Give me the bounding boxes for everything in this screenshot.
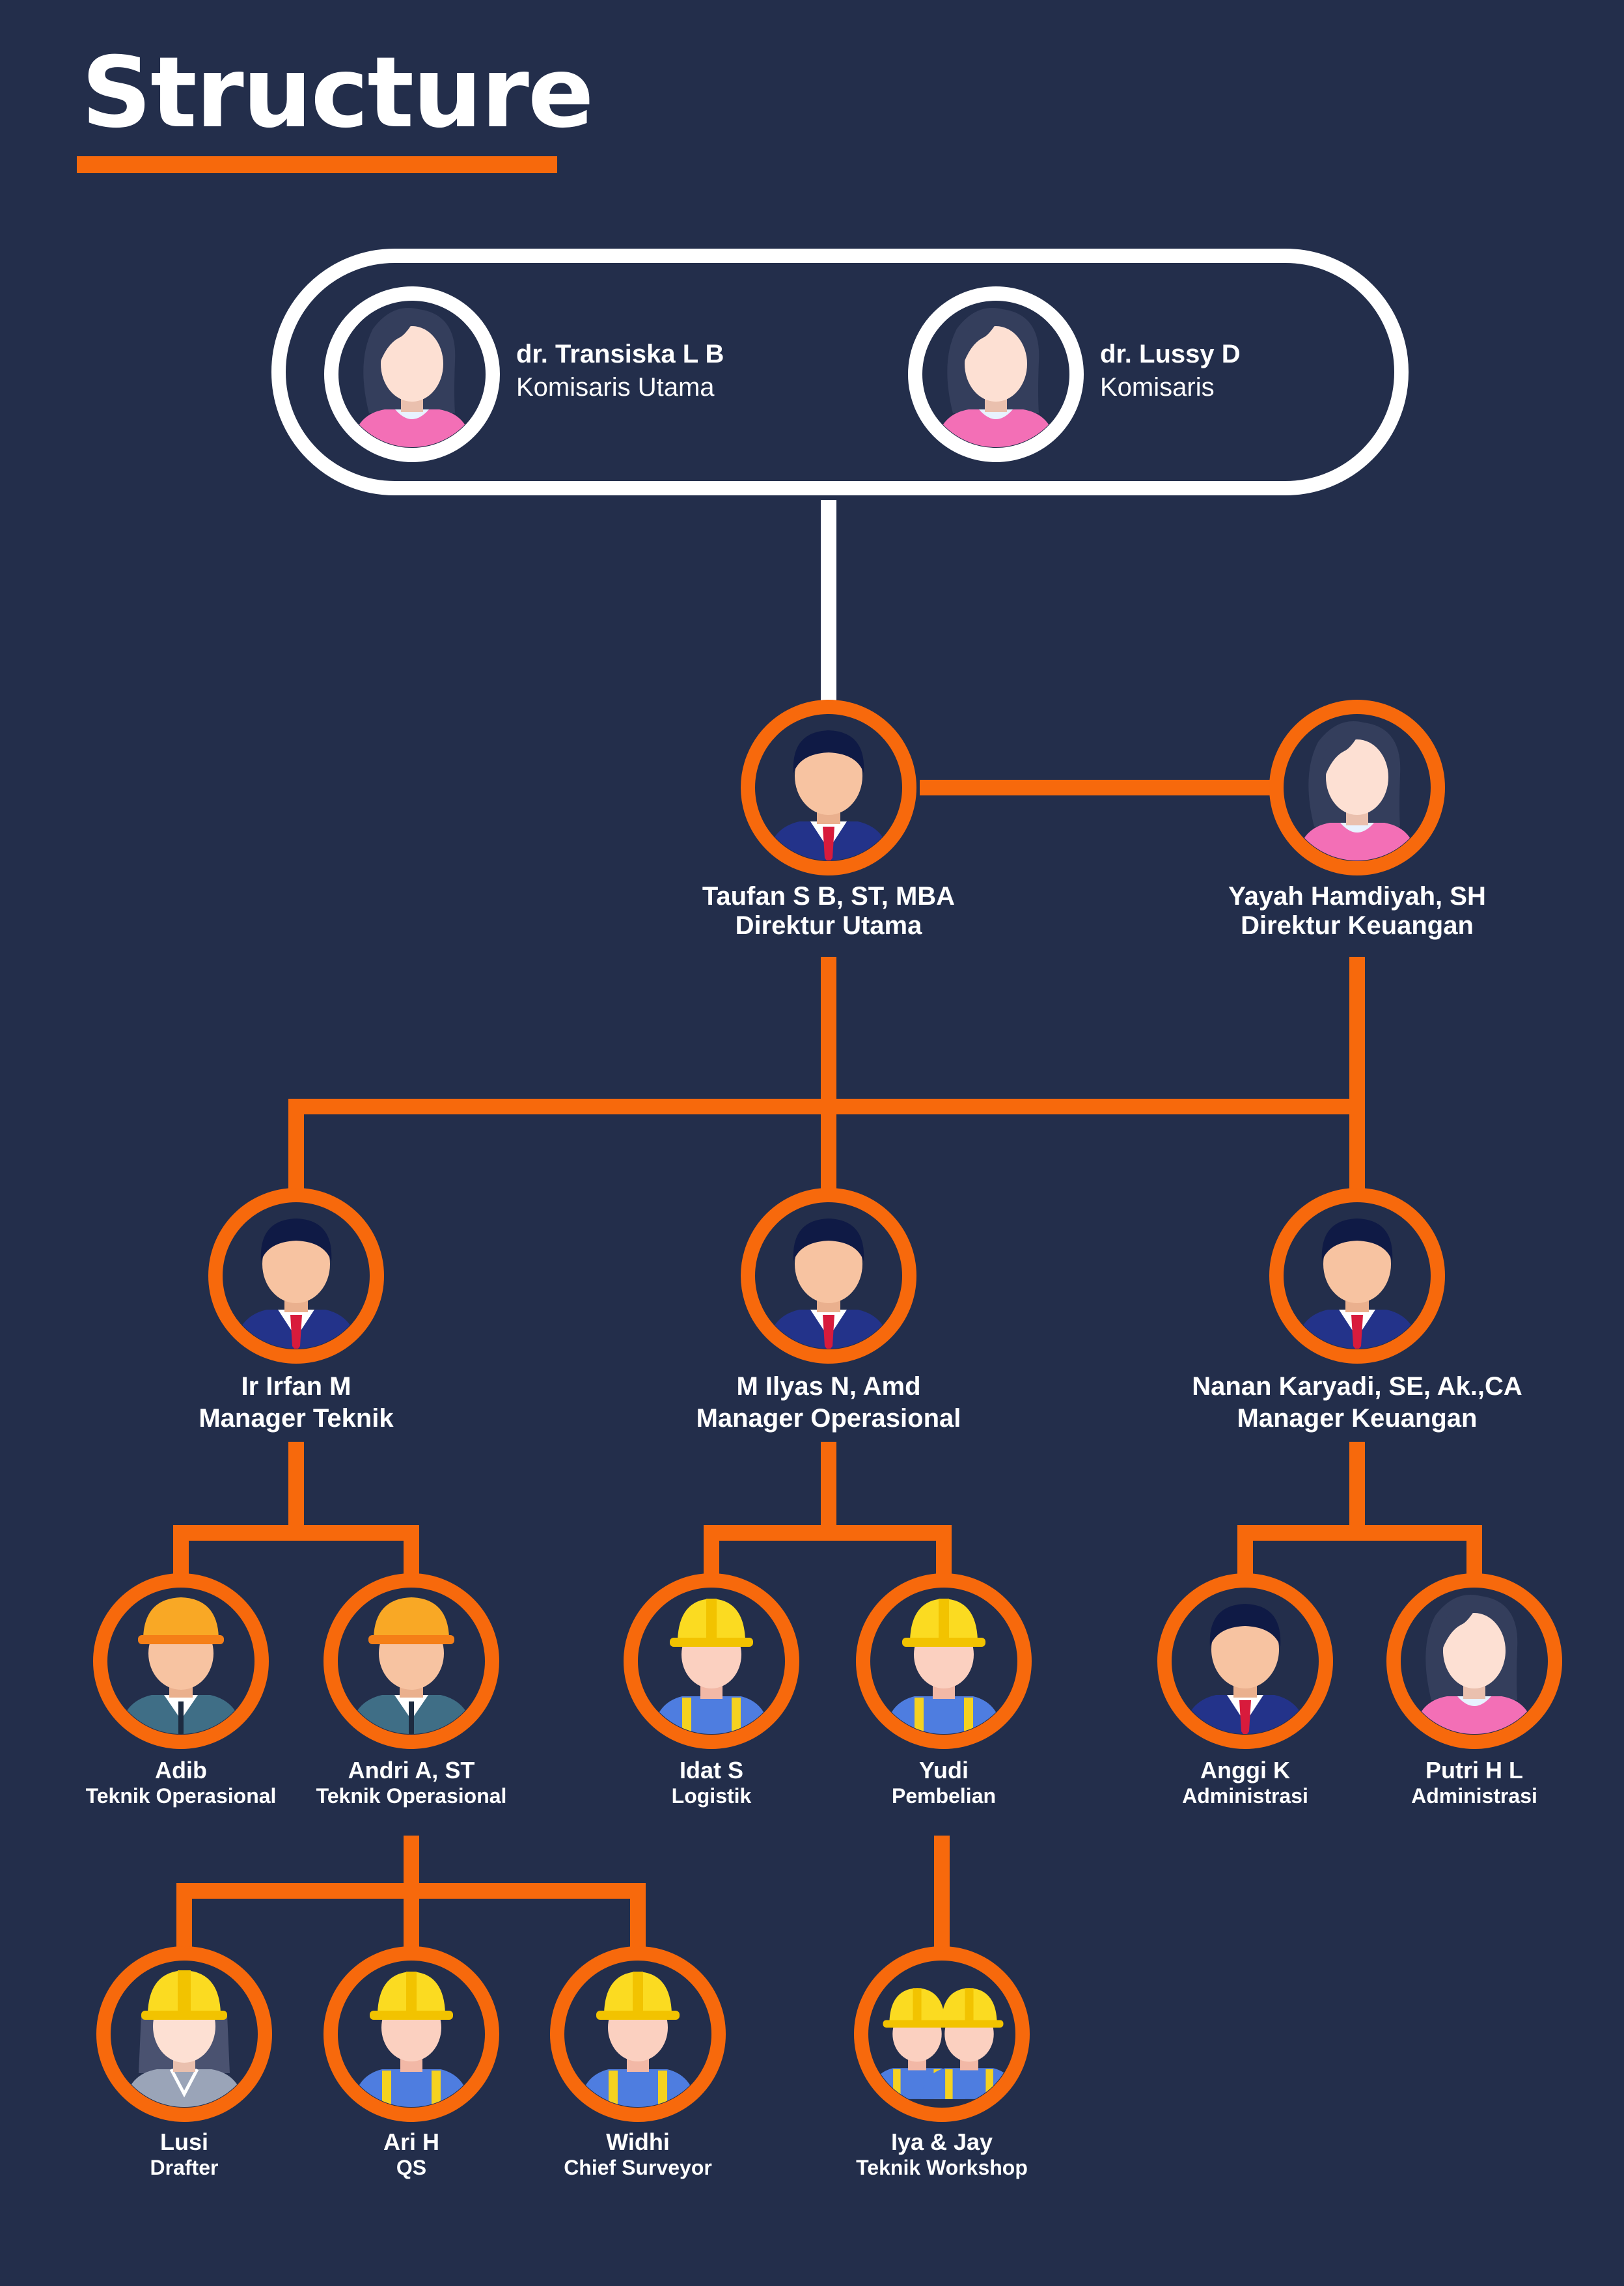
title-underline bbox=[77, 156, 557, 173]
avatar-crew-2 bbox=[550, 1946, 726, 2122]
person-role: QS bbox=[396, 2156, 426, 2179]
board-frame bbox=[271, 249, 1409, 495]
avatar-managers-1 bbox=[741, 1188, 916, 1364]
person-name: Widhi bbox=[606, 2128, 670, 2155]
person-name: Ari H bbox=[383, 2128, 439, 2155]
person-role: Logistik bbox=[672, 1784, 752, 1808]
person-role: Teknik Workshop bbox=[856, 2156, 1028, 2179]
person-role: Pembelian bbox=[892, 1784, 996, 1808]
avatar-staff-1 bbox=[323, 1573, 499, 1749]
person-name: Taufan S B, ST, MBA bbox=[702, 882, 955, 911]
finance-bus-line bbox=[1237, 1525, 1482, 1575]
person-role: Komisaris Utama bbox=[516, 373, 715, 402]
avatar-crew-3 bbox=[854, 1946, 1030, 2122]
person-name: Adib bbox=[155, 1757, 207, 1783]
person-name: Idat S bbox=[680, 1757, 743, 1783]
person-role: Direktur Keuangan bbox=[1241, 911, 1474, 940]
avatar-directors-1 bbox=[1269, 700, 1445, 875]
person-name: Putri H L bbox=[1425, 1757, 1523, 1783]
person-role: Administrasi bbox=[1182, 1784, 1308, 1808]
person-role: Manager Keuangan bbox=[1237, 1404, 1478, 1433]
page-title: Structure bbox=[81, 36, 594, 150]
person-role: Manager Operasional bbox=[696, 1404, 961, 1433]
avatar-crew-0 bbox=[96, 1946, 272, 2122]
avatar-managers-0 bbox=[208, 1188, 384, 1364]
person-role: Komisaris bbox=[1100, 373, 1215, 402]
person-role: Manager Teknik bbox=[199, 1404, 394, 1433]
avatar-board-0 bbox=[324, 286, 500, 462]
person-name: Yudi bbox=[919, 1757, 969, 1783]
avatar-staff-3 bbox=[856, 1573, 1032, 1749]
person-role: Administrasi bbox=[1411, 1784, 1537, 1808]
person-name: M Ilyas N, Amd bbox=[736, 1372, 920, 1401]
person-name: Lusi bbox=[160, 2128, 208, 2155]
person-name: Andri A, ST bbox=[348, 1757, 475, 1783]
person-name: Nanan Karyadi, SE, Ak.,CA bbox=[1192, 1372, 1522, 1401]
manager-bus-line bbox=[288, 1099, 1357, 1191]
person-role: Teknik Operasional bbox=[86, 1784, 277, 1808]
avatar-crew-1 bbox=[323, 1946, 499, 2122]
person-role: Drafter bbox=[150, 2156, 219, 2179]
teknik-bus-line bbox=[173, 1525, 419, 1575]
person-name: Ir Irfan M bbox=[241, 1372, 351, 1401]
avatar-staff-4 bbox=[1157, 1573, 1333, 1749]
avatar-managers-2 bbox=[1269, 1188, 1445, 1364]
person-name: dr. Lussy D bbox=[1100, 340, 1241, 368]
avatar-board-1 bbox=[908, 286, 1084, 462]
person-name: Iya & Jay bbox=[891, 2128, 993, 2155]
avatar-staff-5 bbox=[1386, 1573, 1562, 1749]
person-name: dr. Transiska L B bbox=[516, 340, 724, 368]
person-role: Direktur Utama bbox=[736, 911, 923, 940]
person-role: Chief Surveyor bbox=[564, 2156, 712, 2179]
avatar-staff-2 bbox=[624, 1573, 799, 1749]
person-name: Yayah Hamdiyah, SH bbox=[1228, 882, 1486, 911]
connector-lines bbox=[173, 500, 1482, 1949]
ops-bus-line bbox=[704, 1525, 952, 1575]
avatar-directors-0 bbox=[741, 700, 916, 875]
person-name: Anggi K bbox=[1200, 1757, 1290, 1783]
person-role: Teknik Operasional bbox=[316, 1784, 507, 1808]
avatar-staff-0 bbox=[93, 1573, 269, 1749]
